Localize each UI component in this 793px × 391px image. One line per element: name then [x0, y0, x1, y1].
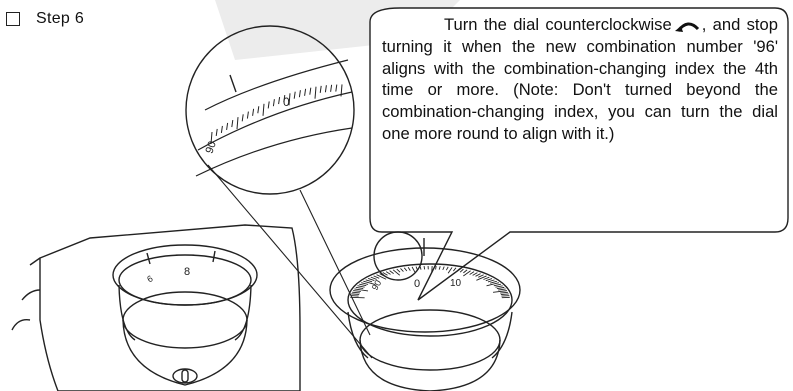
right-dial	[329, 231, 521, 391]
counterclockwise-arrow-icon	[674, 22, 699, 32]
step-header: Step 6	[6, 10, 84, 28]
left-dial	[112, 244, 258, 386]
left-dial-number-8: 8	[184, 266, 190, 278]
instruction-text: Turn the dial counterclockwise, and stop…	[382, 14, 778, 145]
right-dial-number-0: 0	[414, 278, 420, 290]
instruction-text-part-2: , and stop turning it when the new combi…	[382, 15, 778, 143]
instruction-text-part-1: Turn the dial counterclockwise	[444, 15, 672, 34]
zoom-circle	[185, 25, 355, 195]
step-label: Step 6	[36, 10, 85, 27]
left-dial-number-6: 6	[145, 273, 154, 284]
right-dial-number-10: 10	[450, 278, 462, 289]
left-safe-body	[11, 224, 301, 391]
zoom-number-0: 0	[283, 95, 290, 109]
callout-bubble	[369, 7, 789, 301]
step-checkbox[interactable]	[6, 12, 20, 26]
right-dial-callout-circle	[373, 231, 423, 281]
zoom-number-90: 90	[204, 140, 219, 156]
right-dial-number-90: 90	[370, 278, 384, 292]
